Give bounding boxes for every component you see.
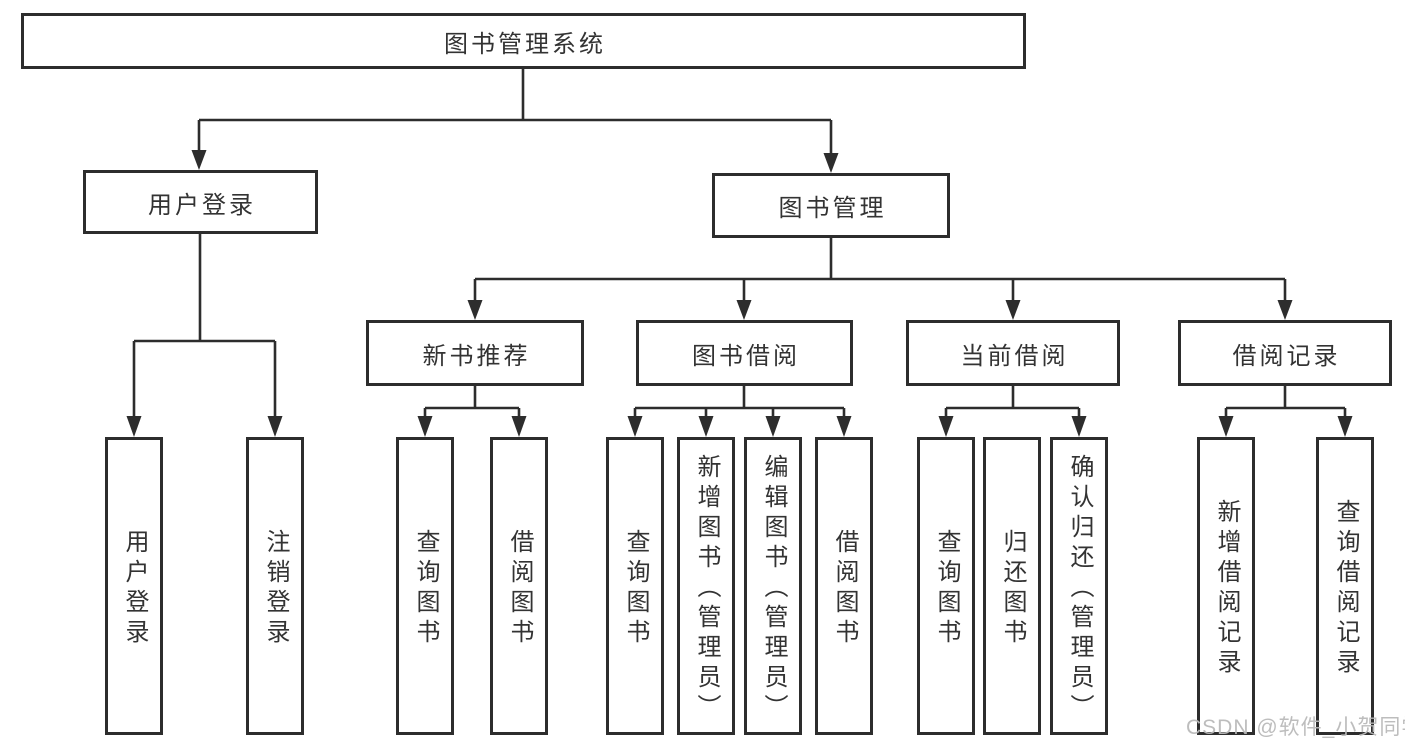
node-book-management: 图书管理 <box>712 173 950 238</box>
leaf-cb-return-books: 归还图书 <box>983 437 1041 735</box>
node-current-borrow: 当前借阅 <box>906 320 1120 386</box>
arrowhead-icons <box>126 150 1353 437</box>
leaf-nb-query-books-label: 查询图书 <box>412 529 439 649</box>
leaf-logout-label: 注销登录 <box>262 529 289 649</box>
leaf-user-login-label: 用户登录 <box>121 529 148 649</box>
leaf-cb-confirm-return-admin: 确认归还（管理员） <box>1050 437 1108 735</box>
leaf-cb-confirm-return-admin-label: 确认归还（管理员） <box>1066 454 1093 724</box>
leaf-bb-borrow-books: 借阅图书 <box>815 437 873 735</box>
leaf-br-query-record-label: 查询借阅记录 <box>1332 499 1359 679</box>
leaf-cb-return-books-label: 归还图书 <box>999 529 1026 649</box>
csdn-watermark: CSDN @软件_小贺同学 <box>1186 716 1405 739</box>
leaf-br-add-record-label: 新增借阅记录 <box>1213 499 1240 679</box>
leaf-nb-query-books: 查询图书 <box>396 437 454 735</box>
leaf-bb-edit-book-admin: 编辑图书（管理员） <box>744 437 802 735</box>
node-book-borrow-label: 图书借阅 <box>692 342 800 370</box>
node-user-login-label: 用户登录 <box>148 191 256 219</box>
leaf-br-query-record: 查询借阅记录 <box>1316 437 1374 735</box>
node-root: 图书管理系统 <box>21 13 1026 69</box>
leaf-logout: 注销登录 <box>246 437 304 735</box>
node-borrow-records: 借阅记录 <box>1178 320 1392 386</box>
leaf-cb-query-books-label: 查询图书 <box>933 529 960 649</box>
leaf-bb-edit-book-admin-label: 编辑图书（管理员） <box>760 454 787 724</box>
node-borrow-records-label: 借阅记录 <box>1232 342 1341 370</box>
leaf-cb-query-books: 查询图书 <box>917 437 975 735</box>
leaf-bb-add-book-admin-label: 新增图书（管理员） <box>693 454 720 724</box>
node-user-login: 用户登录 <box>83 170 318 234</box>
leaf-bb-query-books-label: 查询图书 <box>622 529 649 649</box>
node-book-borrow: 图书借阅 <box>636 320 853 386</box>
leaf-nb-borrow-books-label: 借阅图书 <box>506 529 533 649</box>
leaf-nb-borrow-books: 借阅图书 <box>490 437 548 735</box>
leaf-bb-query-books: 查询图书 <box>606 437 664 735</box>
node-root-label: 图书管理系统 <box>444 30 606 58</box>
leaf-bb-borrow-books-label: 借阅图书 <box>831 529 858 649</box>
node-book-management-label: 图书管理 <box>778 195 887 222</box>
leaf-user-login: 用户登录 <box>105 437 163 735</box>
node-new-book-recommend: 新书推荐 <box>366 320 584 386</box>
node-current-borrow-label: 当前借阅 <box>960 342 1069 370</box>
leaf-br-add-record: 新增借阅记录 <box>1197 437 1255 735</box>
node-new-book-recommend-label: 新书推荐 <box>422 342 531 370</box>
leaf-bb-add-book-admin: 新增图书（管理员） <box>677 437 735 735</box>
